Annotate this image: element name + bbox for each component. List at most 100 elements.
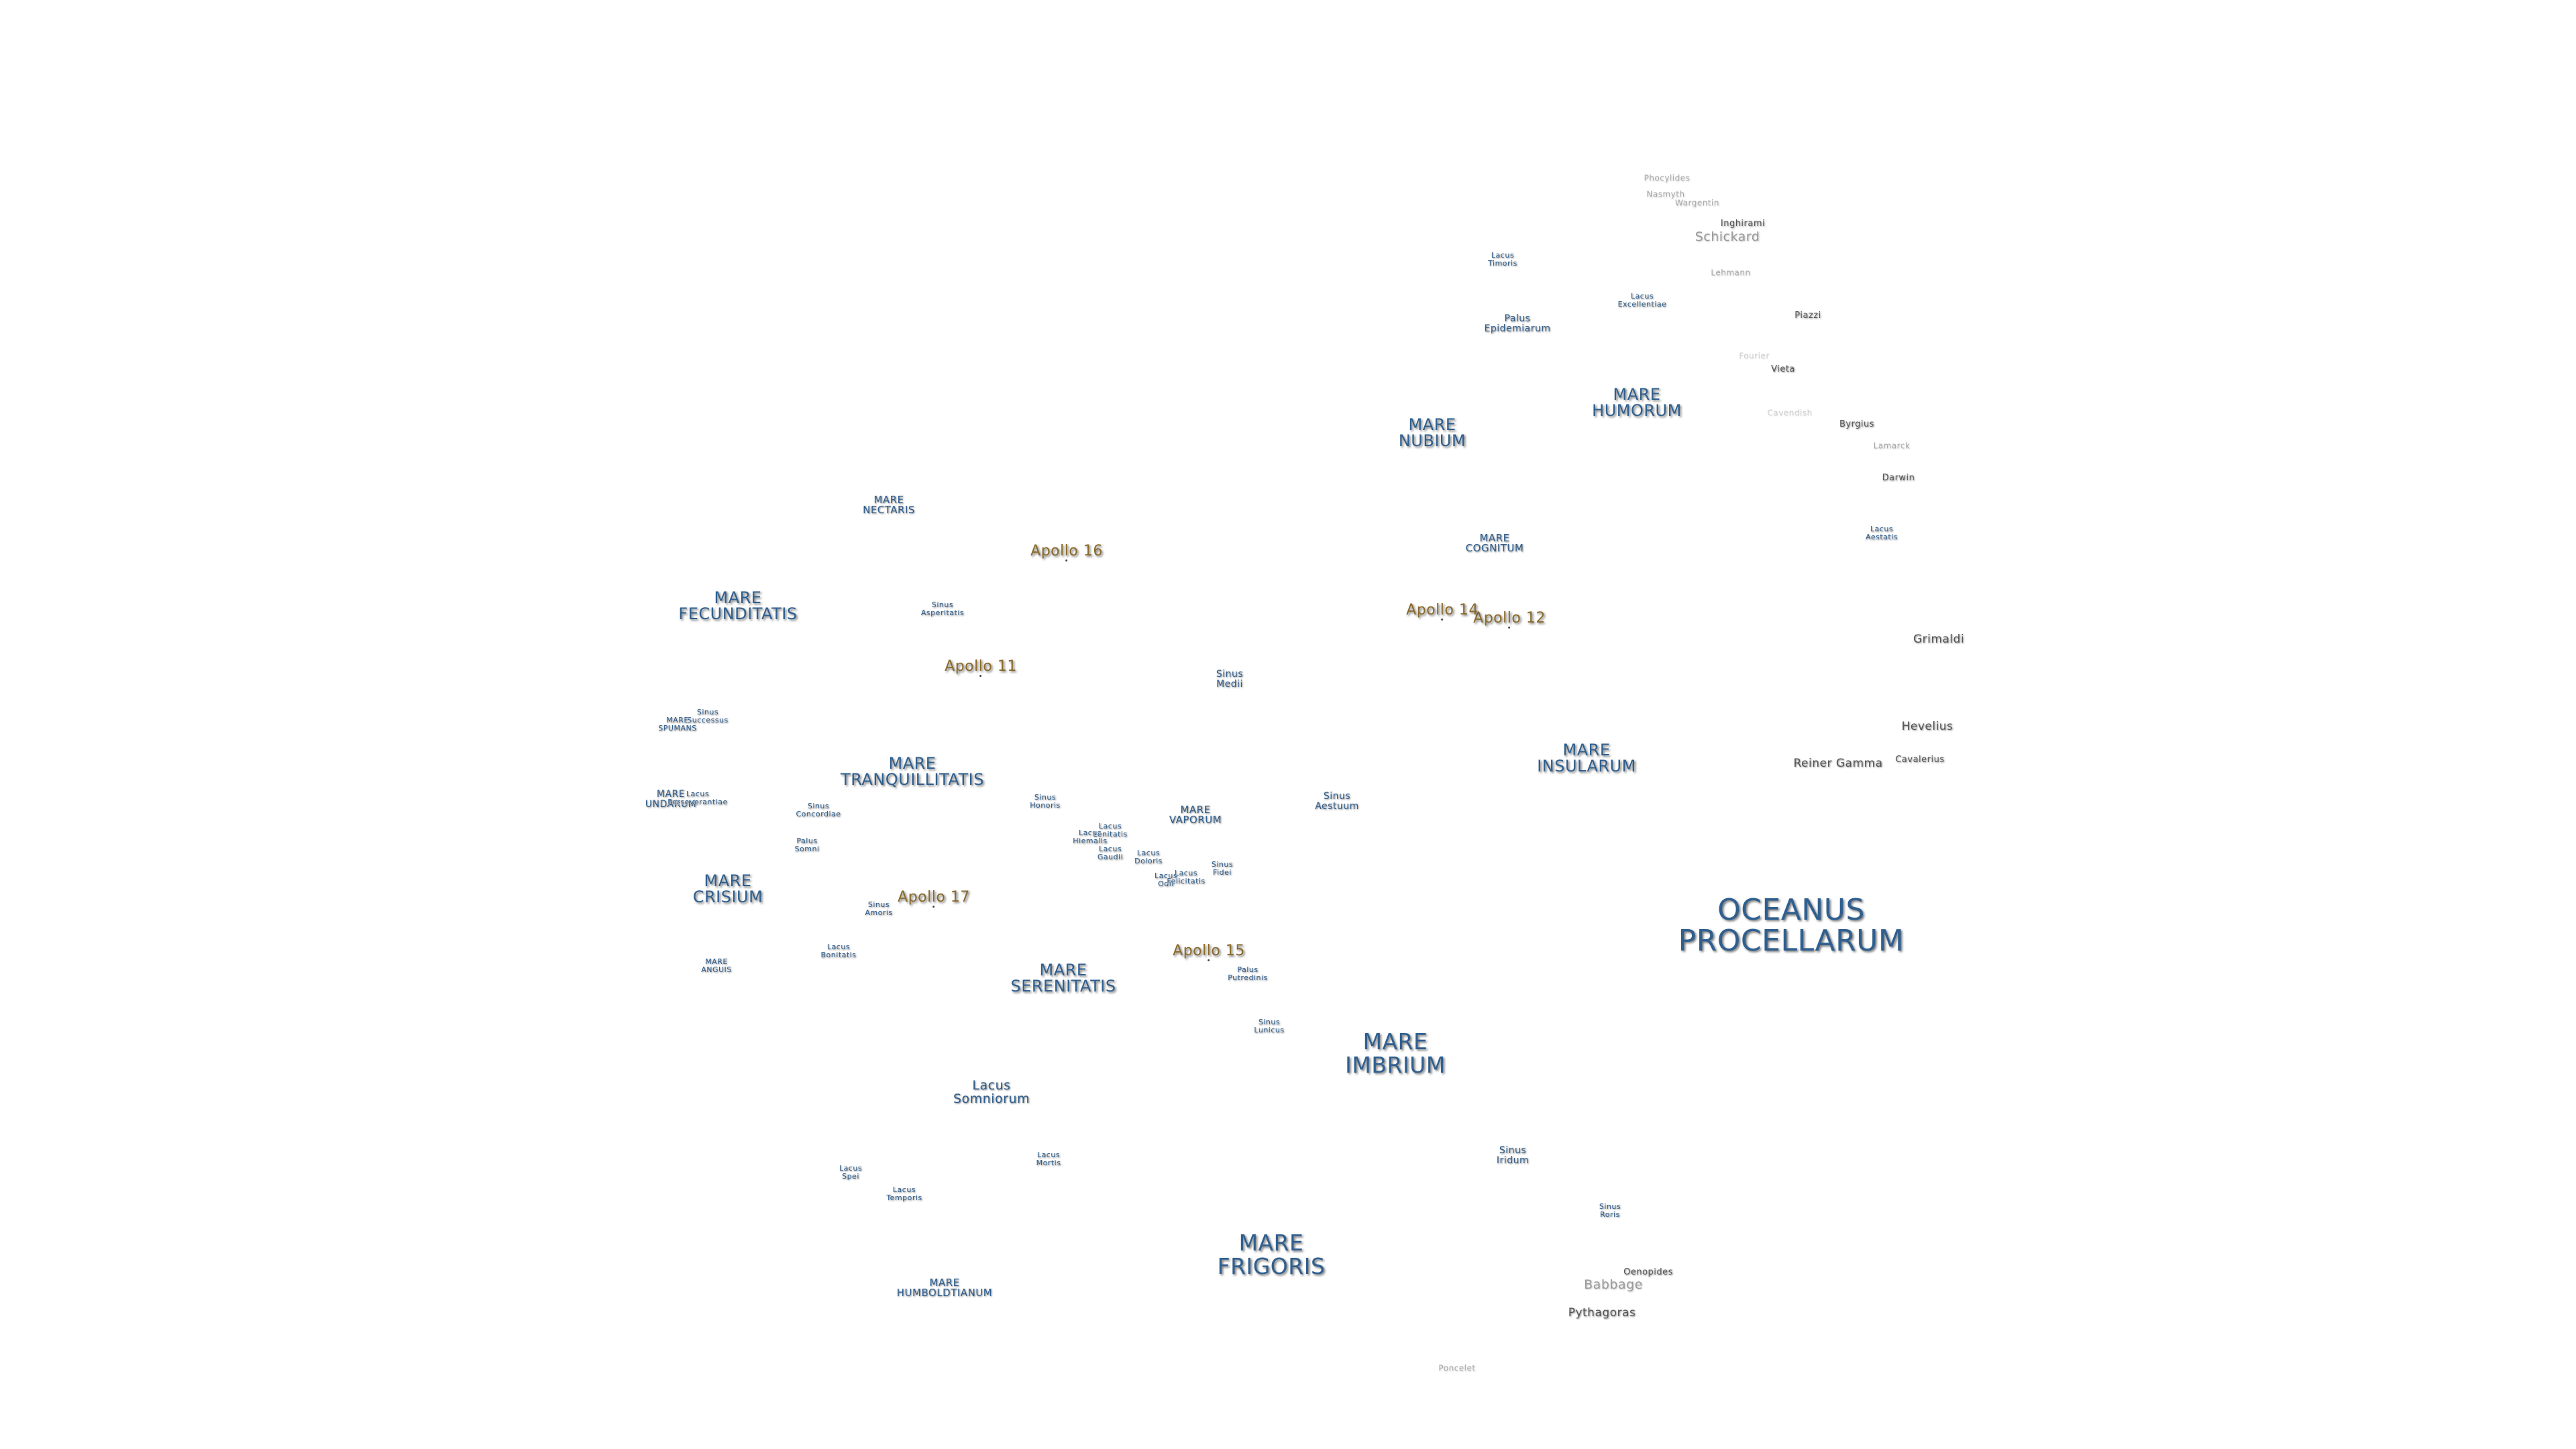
- map-label-line: INSULARUM: [1536, 757, 1636, 775]
- map-label-line: Apollo 16: [1030, 543, 1103, 559]
- map-label-line: Lacus: [1078, 828, 1102, 837]
- map-label-line: Sinus: [807, 802, 830, 810]
- map-label-line: Roris: [1600, 1210, 1620, 1219]
- map-label-line: Schickard: [1695, 229, 1760, 244]
- map-label-line: MARE: [1613, 385, 1661, 404]
- map-label-line: Spei: [841, 1172, 859, 1181]
- map-label-line: VAPORUM: [1169, 814, 1222, 826]
- map-label-crater-cavendish: Cavendish: [1767, 409, 1812, 418]
- map-label-line: Hiemalis: [1073, 837, 1108, 845]
- map-label-apollo-12: Apollo 12: [1472, 610, 1546, 629]
- map-label-line: Putredinis: [1228, 973, 1268, 982]
- map-label-crater-piazzi: Piazzi: [1794, 311, 1821, 321]
- map-label-line: Somniorum: [953, 1091, 1030, 1106]
- map-label-line: UNDARUM: [645, 799, 697, 810]
- map-label-line: Inghirami: [1720, 219, 1766, 229]
- map-label-line: Nasmyth: [1646, 189, 1685, 199]
- map-label-crater-cavalerius: Cavalerius: [1895, 755, 1945, 765]
- map-label-crater-wargentin: Wargentin: [1674, 198, 1719, 208]
- map-label-line: Amoris: [865, 908, 893, 917]
- map-label-line: IMBRIUM: [1344, 1052, 1446, 1078]
- map-label-line: Apollo 15: [1172, 943, 1245, 959]
- map-label-line: Apollo 11: [944, 658, 1017, 675]
- map-label-line: Excellentiae: [1617, 300, 1667, 309]
- map-label-line: Perseverantiae: [667, 798, 728, 806]
- map-label-line: Sinus: [1599, 1202, 1621, 1211]
- map-label-line: MARE: [714, 588, 762, 607]
- map-label-crater-lamarck: Lamarck: [1873, 441, 1911, 451]
- map-label-line: PROCELLARUM: [1677, 924, 1904, 958]
- map-label-line: SPUMANS: [658, 724, 697, 733]
- map-label-line: Lacus: [1154, 871, 1178, 880]
- map-label-line: FECUNDITATIS: [678, 604, 798, 623]
- map-label-line: Aestatis: [1865, 533, 1898, 541]
- map-label-line: Poncelet: [1438, 1363, 1476, 1373]
- map-label-line: Sinus: [867, 900, 890, 909]
- map-label-crater-darwin: Darwin: [1882, 473, 1915, 483]
- map-label-line: Concordiae: [796, 810, 841, 818]
- map-label-line: Phocylides: [1644, 173, 1690, 183]
- map-label-line: MARE: [1408, 415, 1456, 434]
- map-label-line: Lamarck: [1873, 441, 1911, 451]
- map-label-crater-byrgius: Byrgius: [1839, 419, 1874, 429]
- map-label-line: MARE: [666, 716, 689, 724]
- map-label-line: Babbage: [1583, 1277, 1643, 1292]
- map-label-line: Somni: [794, 845, 820, 853]
- map-label-line: Lacus: [1098, 845, 1122, 853]
- map-label-line: Wargentin: [1674, 198, 1719, 208]
- map-label-line: Reiner Gamma: [1793, 757, 1883, 770]
- map-label-line: Lacus: [1870, 525, 1894, 533]
- map-label-line: Lunicus: [1254, 1026, 1285, 1034]
- map-label-line: Pythagoras: [1568, 1306, 1636, 1320]
- map-label-line: Felicitatis: [1167, 877, 1205, 885]
- map-label-line: MARE: [656, 789, 686, 800]
- map-label-line: NECTARIS: [862, 504, 915, 516]
- map-label-line: Sinus: [1216, 669, 1244, 680]
- map-label-line: CRISIUM: [692, 888, 763, 906]
- map-label-line: Epidemiarum: [1484, 323, 1551, 335]
- map-label-line: Apollo 14: [1405, 602, 1479, 619]
- map-label-line: FRIGORIS: [1216, 1253, 1326, 1279]
- map-label-line: Palus: [1504, 313, 1531, 325]
- map-label-crater-inghirami: Inghirami: [1720, 219, 1766, 229]
- map-label-line: Lacus: [972, 1078, 1011, 1093]
- map-label-crater-phocylides: Phocylides: [1644, 173, 1690, 183]
- map-label-apollo-15: Apollo 15: [1172, 943, 1245, 961]
- map-label-line: Gaudii: [1097, 853, 1124, 861]
- map-label-line: Sinus: [931, 600, 954, 609]
- map-label-line: Grimaldi: [1913, 633, 1965, 646]
- map-label-line: Oenopides: [1623, 1267, 1673, 1277]
- map-label-line: SERENITATIS: [1010, 977, 1116, 996]
- map-label-line: Palus: [1237, 965, 1258, 974]
- map-label-crater-vieta: Vieta: [1770, 364, 1795, 374]
- map-label-line: OCEANUS: [1717, 893, 1866, 927]
